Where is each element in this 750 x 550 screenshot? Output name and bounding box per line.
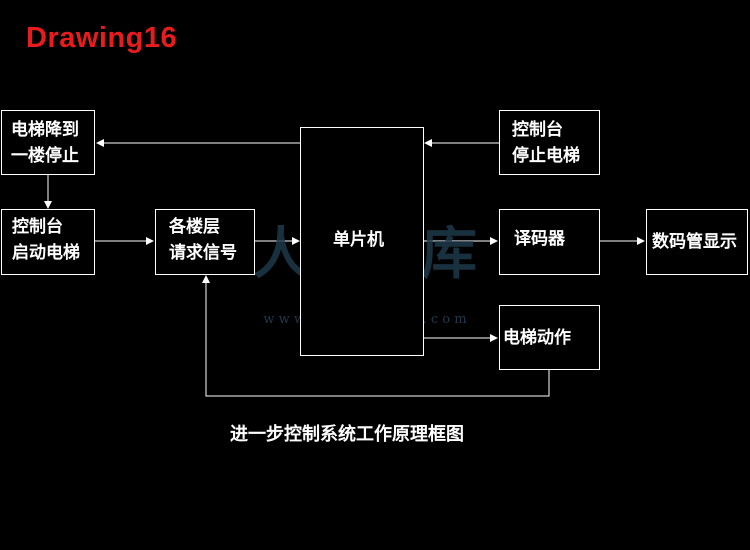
block-floor-request-line2: 请求信号 xyxy=(169,243,237,263)
block-elevator-down: 电梯降到 一楼停止 xyxy=(1,110,95,175)
block-display-label: 数码管显示 xyxy=(652,232,737,252)
block-elevator-down-line1: 电梯降到 xyxy=(11,120,79,140)
block-elevator-action: 电梯动作 xyxy=(499,305,600,370)
block-console-start: 控制台 启动电梯 xyxy=(1,209,95,275)
block-console-stop-line2: 停止电梯 xyxy=(512,146,580,166)
arrow-elevator-action-feedback xyxy=(202,275,550,397)
block-mcu: 单片机 xyxy=(300,127,424,356)
block-decoder-label: 译码器 xyxy=(514,229,565,249)
block-elevator-action-label: 电梯动作 xyxy=(503,328,571,348)
block-mcu-label: 单片机 xyxy=(333,230,384,250)
block-display: 数码管显示 xyxy=(646,209,748,275)
block-floor-request-line1: 各楼层 xyxy=(169,217,220,237)
block-console-stop-line1: 控制台 xyxy=(512,120,563,140)
block-floor-request: 各楼层 请求信号 xyxy=(155,209,255,275)
block-elevator-down-line2: 一楼停止 xyxy=(11,146,79,166)
diagram-caption: 进一步控制系统工作原理框图 xyxy=(230,424,464,445)
block-console-start-line2: 启动电梯 xyxy=(12,243,80,263)
drawing-title: Drawing16 xyxy=(26,22,178,54)
block-decoder: 译码器 xyxy=(499,209,600,275)
block-console-stop: 控制台 停止电梯 xyxy=(499,110,600,175)
block-console-start-line1: 控制台 xyxy=(12,217,63,237)
